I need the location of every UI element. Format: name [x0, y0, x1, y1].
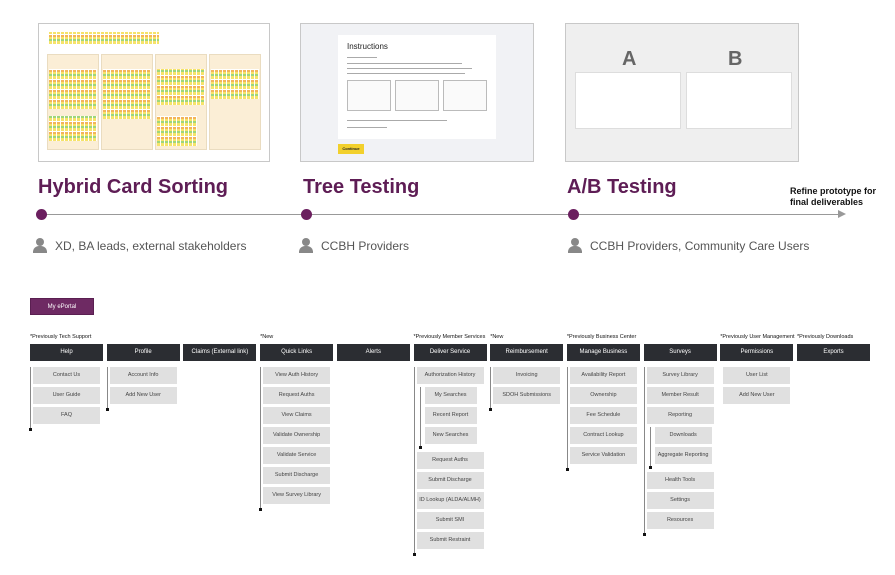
participants: CCBH Providers: [299, 238, 409, 253]
timeline-arrow-icon: [838, 210, 846, 218]
participants-text: CCBH Providers, Community Care Users: [590, 238, 810, 253]
tree-connector: [648, 427, 652, 469]
menu-item[interactable]: Account Info: [109, 367, 177, 384]
timeline: [40, 214, 840, 215]
column-note: *Previously Member Services: [413, 334, 486, 340]
tree-connector: [642, 367, 646, 536]
menu-item[interactable]: Availability Report: [569, 367, 637, 384]
nav-surveys[interactable]: Surveys: [643, 344, 717, 361]
tree-connector: [489, 367, 493, 411]
nav-manage-business[interactable]: Manage Business: [566, 344, 640, 361]
menu-item[interactable]: SDOH Submissions: [493, 387, 561, 404]
menu-item[interactable]: Submit Discharge: [263, 467, 331, 484]
nav-reimbursement[interactable]: Reimbursement: [490, 344, 564, 361]
column-note: *Previously Tech Support: [30, 334, 92, 340]
nav-profile[interactable]: Profile: [106, 344, 180, 361]
timeline-dot: [301, 209, 312, 220]
menu-item[interactable]: Submit SMI: [416, 512, 484, 529]
nav-quick-links[interactable]: Quick Links: [260, 344, 334, 361]
nav-exports[interactable]: Exports: [797, 344, 870, 361]
stage-title-card-sorting: Hybrid Card Sorting: [38, 176, 229, 198]
menu-item[interactable]: View Claims: [263, 407, 331, 424]
person-icon: [299, 238, 313, 253]
menu-item[interactable]: Contact Us: [33, 367, 100, 384]
column-note: *New: [490, 334, 504, 340]
menu-item[interactable]: Resources: [646, 512, 714, 529]
tree-connector: [565, 367, 569, 471]
participants-text: XD, BA leads, external stakeholders: [55, 238, 247, 253]
menu-item[interactable]: ID Lookup (ALDA/ALMH): [416, 492, 484, 509]
menu-item[interactable]: Add New User: [109, 387, 177, 404]
variant-b-label: B: [728, 48, 743, 70]
timeline-dot: [36, 209, 47, 220]
menu-item[interactable]: Request Auths: [416, 452, 484, 469]
person-icon: [33, 238, 47, 253]
tree-connector: [412, 367, 416, 556]
column-note: *Previously Business Center: [566, 334, 637, 340]
column-note: *New: [260, 334, 274, 340]
timeline-dot: [568, 209, 579, 220]
menu-item[interactable]: New Searches: [424, 427, 477, 444]
menu-item[interactable]: FAQ: [33, 407, 100, 424]
ab-testing-thumbnail: A B: [565, 23, 799, 162]
menu-item[interactable]: Validate Ownership: [263, 427, 331, 444]
stage-title-ab-testing: A/B Testing: [567, 176, 677, 198]
person-icon: [568, 238, 582, 253]
menu-item[interactable]: Authorization History: [416, 367, 484, 384]
nav-deliver-service[interactable]: Deliver Service: [413, 344, 487, 361]
participants-text: CCBH Providers: [321, 238, 410, 253]
timeline-end-label: Refine prototype for final deliverables: [790, 186, 877, 207]
menu-item[interactable]: Invoicing: [493, 367, 561, 384]
continue-button: Continue: [338, 144, 364, 154]
tree-connector: [105, 367, 109, 411]
menu-item[interactable]: Submit Discharge: [416, 472, 484, 489]
nav-claims-external-link[interactable]: Claims (External link): [183, 344, 257, 361]
menu-item[interactable]: Add New User: [723, 387, 791, 404]
tree-connector: [29, 367, 32, 431]
menu-item[interactable]: Submit Restraint: [416, 532, 484, 549]
menu-item[interactable]: Health Tools: [646, 472, 714, 489]
tree-testing-thumbnail: Instructions Continue: [300, 23, 534, 162]
instructions-title: Instructions: [347, 42, 388, 51]
menu-item[interactable]: User Guide: [33, 387, 100, 404]
menu-item[interactable]: Aggregate Reporting: [654, 447, 712, 464]
tree-connector: [259, 367, 263, 511]
menu-item[interactable]: Fee Schedule: [569, 407, 637, 424]
menu-item[interactable]: My Searches: [424, 387, 477, 404]
column-note: *Previously User Management: [720, 334, 795, 340]
card-sorting-thumbnail: [38, 23, 270, 162]
menu-item[interactable]: Contract Lookup: [569, 427, 637, 444]
menu-item[interactable]: Recent Report: [424, 407, 477, 424]
nav-help[interactable]: Help: [30, 344, 103, 361]
menu-item[interactable]: Validate Service: [263, 447, 331, 464]
menu-item[interactable]: Settings: [646, 492, 714, 509]
stage-title-tree-testing: Tree Testing: [303, 176, 420, 198]
menu-item[interactable]: Reporting: [646, 407, 714, 424]
menu-item[interactable]: Ownership: [569, 387, 637, 404]
participants: XD, BA leads, external stakeholders: [33, 238, 246, 253]
menu-item[interactable]: View Survey Library: [263, 487, 331, 504]
participants: CCBH Providers, Community Care Users: [568, 238, 809, 253]
menu-item[interactable]: Request Auths: [263, 387, 331, 404]
menu-item[interactable]: View Auth History: [263, 367, 331, 384]
nav-alerts[interactable]: Alerts: [336, 344, 410, 361]
nav-permissions[interactable]: Permissions: [720, 344, 794, 361]
menu-item[interactable]: Downloads: [654, 427, 712, 444]
menu-item[interactable]: Survey Library: [646, 367, 714, 384]
menu-item[interactable]: Service Validation: [569, 447, 637, 464]
menu-item[interactable]: Member Result: [646, 387, 714, 404]
menu-item[interactable]: User List: [723, 367, 791, 384]
my-eportal-root[interactable]: My ePortal: [30, 298, 94, 315]
variant-a-label: A: [622, 48, 637, 70]
column-note: *Previously Downloads: [797, 334, 854, 340]
tree-connector: [418, 387, 422, 449]
